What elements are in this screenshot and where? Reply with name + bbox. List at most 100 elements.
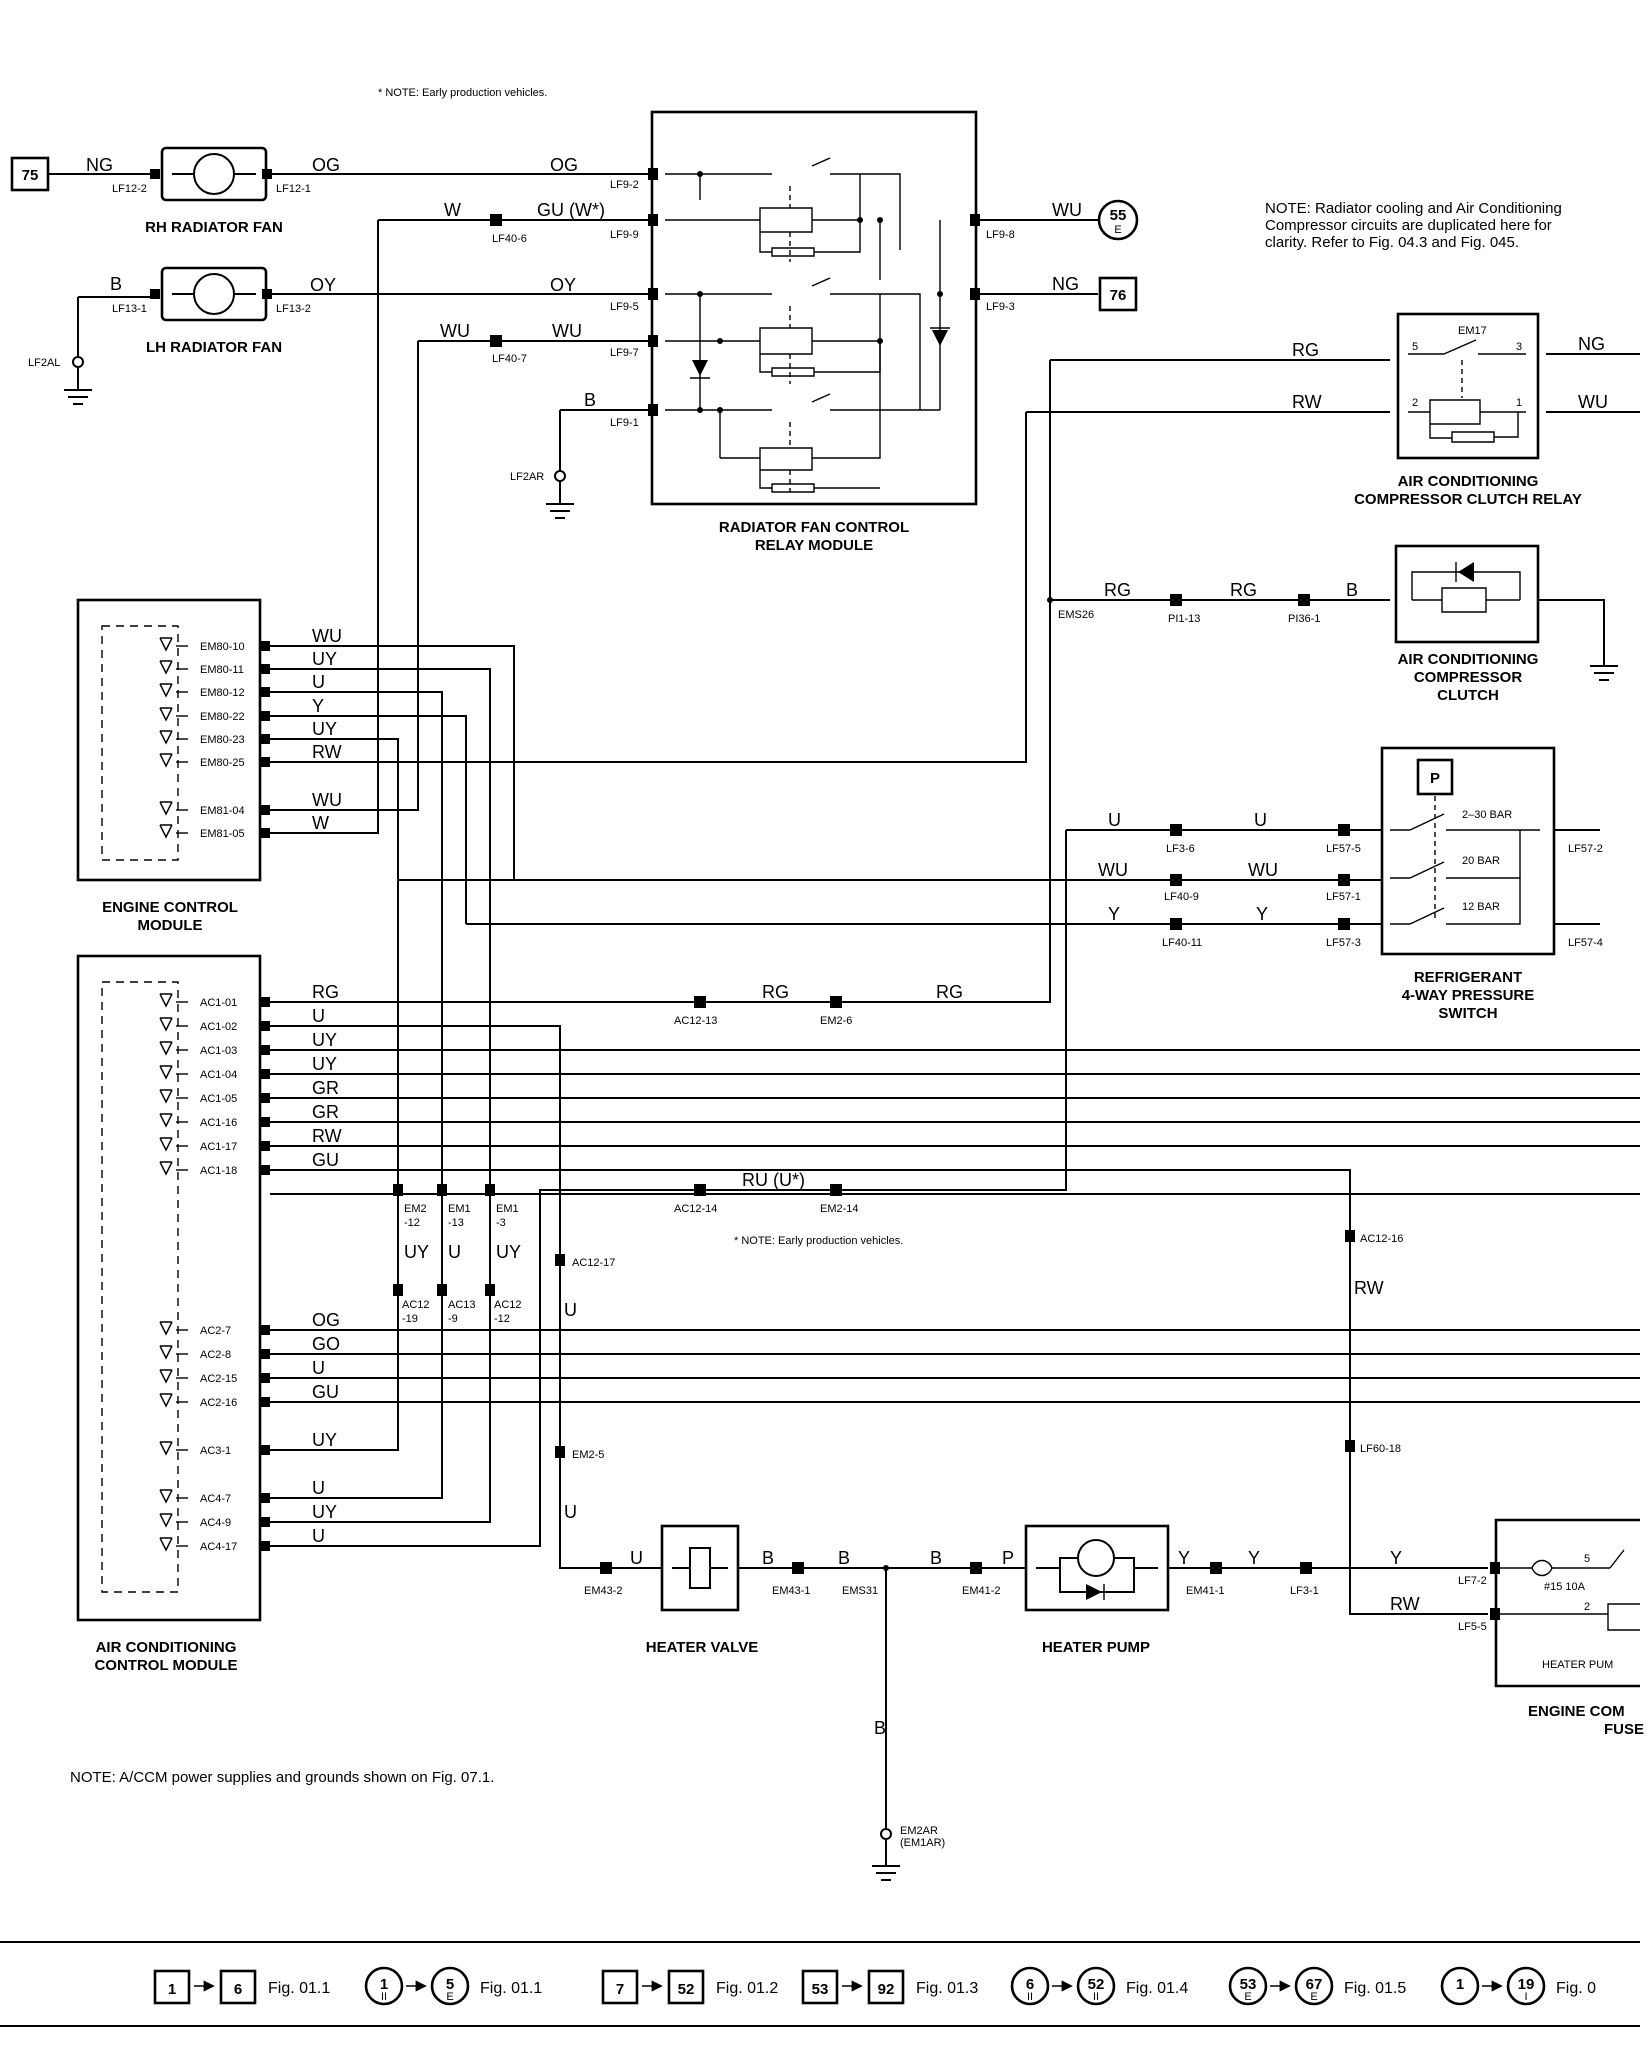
wire-label-y-2: Y xyxy=(1256,904,1268,924)
fuse-pin-5: 5 xyxy=(1584,1553,1590,1565)
pin-label: AC1-02 xyxy=(200,1021,237,1033)
ground-tri-icon xyxy=(159,1065,173,1080)
conn-ems26: EMS26 xyxy=(1058,609,1094,621)
conn-lf40-9: LF40-9 xyxy=(1164,891,1199,903)
ground-icon-em2ar xyxy=(872,1840,900,1881)
ecm-label-2: MODULE xyxy=(138,917,203,934)
wire-label-uy-v3: UY xyxy=(496,1242,521,1262)
heater-pump-fuse-label: HEATER PUM xyxy=(1542,1659,1613,1671)
relay-pin-3: 3 xyxy=(1516,341,1522,353)
conn-lf2ar: LF2AR xyxy=(510,471,544,483)
wire-label-u: U xyxy=(1108,810,1121,830)
conn-em2-5: EM2-5 xyxy=(572,1449,604,1461)
wire-label-rg-2: RG xyxy=(1104,580,1131,600)
pin-label: EM80-23 xyxy=(200,734,245,746)
pin-label: AC1-16 xyxy=(200,1117,237,1129)
wire-label-rw: RW xyxy=(1292,392,1322,412)
wire-label-rw-v: RW xyxy=(1354,1278,1384,1298)
ground-tri-icon xyxy=(159,824,173,839)
conn-lf57-1: LF57-1 xyxy=(1326,891,1361,903)
conn-ac12-12-a: AC12 xyxy=(494,1299,522,1311)
wire-label-b-7: B xyxy=(874,1718,886,1738)
pin-label: EM80-10 xyxy=(200,641,245,653)
pin-label: AC4-9 xyxy=(200,1517,231,1529)
pressure-switch-label-3: SWITCH xyxy=(1438,1005,1497,1022)
svg-text:92: 92 xyxy=(878,1981,895,1998)
ground-tri-icon xyxy=(159,637,173,652)
conn-em43-1: EM43-1 xyxy=(772,1585,811,1597)
pin-label: AC2-15 xyxy=(200,1373,237,1385)
conn-ac12-16: AC12-16 xyxy=(1360,1233,1403,1245)
wire-label-y-5: Y xyxy=(1390,1548,1402,1568)
wire-label-b-5: B xyxy=(838,1548,850,1568)
wire-label-p: P xyxy=(1002,1548,1014,1568)
svg-text:II: II xyxy=(1093,1991,1099,2003)
pressure-icon-p: P xyxy=(1430,770,1440,787)
conn-lf3-1: LF3-1 xyxy=(1290,1585,1319,1597)
conn-ac12-13: AC12-13 xyxy=(674,1015,717,1027)
wire-label-wu-6: WU xyxy=(1248,860,1278,880)
wire-label: GO xyxy=(312,1334,340,1354)
ground-tri-icon xyxy=(159,1113,173,1128)
wire-label: GR xyxy=(312,1102,339,1122)
conn-em43-2: EM43-2 xyxy=(584,1585,623,1597)
wire-label: RW xyxy=(312,742,342,762)
pin-label: AC1-17 xyxy=(200,1141,237,1153)
wire-label-b: B xyxy=(110,274,122,294)
pin-label: AC4-7 xyxy=(200,1493,231,1505)
wire-label: OG xyxy=(312,1310,340,1330)
air-conditioning-control-module xyxy=(76,954,262,1622)
conn-lf13-2: LF13-2 xyxy=(276,303,311,315)
pin-label: EM80-25 xyxy=(200,757,245,769)
pin-label: EM81-04 xyxy=(200,805,245,817)
wire-label-rg-4: RG xyxy=(762,982,789,1002)
fusebox-label-1: ENGINE COM xyxy=(1528,1703,1625,1720)
bar-20: 20 BAR xyxy=(1462,855,1500,867)
wire-label-og: OG xyxy=(312,155,340,175)
pin-label: AC2-8 xyxy=(200,1349,231,1361)
ground-tri-icon xyxy=(159,993,173,1008)
conn-ems31: EMS31 xyxy=(842,1585,878,1597)
conn-em1ar: (EM1AR) xyxy=(900,1837,945,1849)
ac-relay-label-2: COMPRESSOR CLUTCH RELAY xyxy=(1354,491,1582,508)
ground-tri-icon xyxy=(159,1017,173,1032)
ref-circle-55 xyxy=(1097,199,1139,241)
refrigerant-pressure-switch xyxy=(1380,746,1556,956)
wire-label-uy-v1: UY xyxy=(404,1242,429,1262)
ground-tri-icon xyxy=(159,1489,173,1504)
conn-em1-13-b: -13 xyxy=(448,1217,464,1229)
svg-text:Fig. 01.5: Fig. 01.5 xyxy=(1344,1980,1406,1997)
svg-text:I: I xyxy=(1524,1991,1527,2003)
rh-radiator-fan-label: RH RADIATOR FAN xyxy=(145,219,283,236)
clutch-label-3: CLUTCH xyxy=(1437,687,1499,704)
rh-fan-motor-icon xyxy=(193,153,235,195)
wire-label-ng: NG xyxy=(86,155,113,175)
accm-label-1: AIR CONDITIONING xyxy=(96,1639,237,1656)
wire-label-og-2: OG xyxy=(550,155,578,175)
conn-pi36-1: PI36-1 xyxy=(1288,613,1320,625)
conn-ac12-12-b: -12 xyxy=(494,1313,510,1325)
relay-pin-5: 5 xyxy=(1412,341,1418,353)
pin-label: EM80-11 xyxy=(200,664,244,676)
svg-text:5: 5 xyxy=(446,1976,454,1993)
pin-label: AC1-18 xyxy=(200,1165,237,1177)
conn-lf9-7: LF9-7 xyxy=(610,347,639,359)
svg-text:E: E xyxy=(1244,1991,1251,2003)
wire-label-b-3: B xyxy=(1346,580,1358,600)
relay-pin-1: 1 xyxy=(1516,397,1522,409)
accm-pin-rows-2: AC2-7OGAC2-8GOAC2-15UAC2-16GUAC3-1UYAC4-… xyxy=(159,1310,340,1553)
wire-label-rw-2: RW xyxy=(1390,1594,1420,1614)
conn-ac12-17: AC12-17 xyxy=(572,1257,615,1269)
bar-2-30: 2–30 BAR xyxy=(1462,809,1512,821)
ground-tri-icon xyxy=(159,730,173,745)
ac-compressor-clutch xyxy=(1394,544,1540,644)
pin-label: EM80-12 xyxy=(200,687,245,699)
